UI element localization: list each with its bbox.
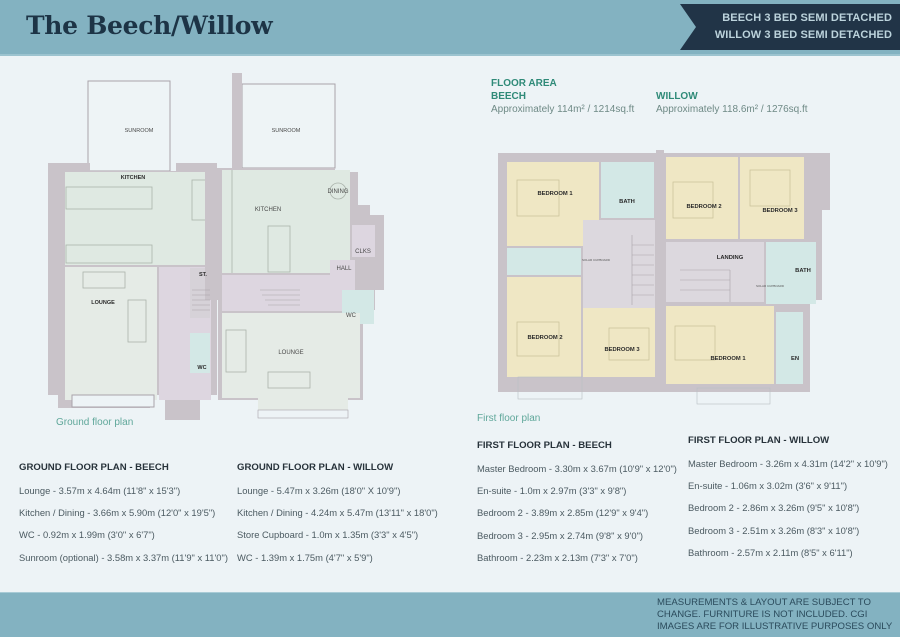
beech-wc-area	[190, 333, 210, 373]
spec-row: Bedroom 2 - 2.86m x 3.26m (9'5" x 10'8")	[688, 502, 860, 514]
spec-row: En-suite - 1.0m x 2.97m (3'3" x 9'8")	[477, 485, 627, 497]
spec-row: Kitchen / Dining - 4.24m x 5.47m (13'11"…	[237, 507, 438, 519]
spec-row: WC - 0.92m x 1.99m (3'0" x 6'7")	[19, 529, 155, 541]
willow-bedroom1-area	[666, 306, 774, 384]
spec-row: Lounge - 5.47m x 3.26m (18'0" X 10'9")	[237, 485, 401, 496]
house-type-ribbon: BEECH 3 BED SEMI DETACHED WILLOW 3 BED S…	[680, 4, 900, 50]
spec-row: Sunroom (optional) - 3.58m x 3.37m (11'9…	[19, 551, 228, 563]
floor-area-willow-value: Approximately 118.6m² / 1276sq.ft	[656, 104, 808, 115]
footer-band: MEASUREMENTS & LAYOUT ARE SUBJECT TO CHA…	[0, 592, 900, 637]
willow-landing-area	[666, 242, 764, 302]
willow-ensuite-area	[776, 312, 803, 384]
beech-bath-area	[601, 162, 654, 218]
disclaimer-text: MEASUREMENTS & LAYOUT ARE SUBJECT TO CHA…	[657, 597, 893, 632]
willow-hall-area	[222, 275, 342, 311]
beech-kitchen-area	[65, 172, 211, 265]
beech-lounge-area	[65, 267, 157, 400]
floor-area-beech-value: Approximately 114m² / 1214sq.ft	[491, 104, 635, 115]
beech-ensuite-area	[507, 248, 581, 275]
ribbon-line-willow: WILLOW 3 BED SEMI DETACHED	[714, 29, 892, 41]
label-willow-bedroom1: BEDROOM 1	[710, 356, 746, 362]
ribbon-line-beech: BEECH 3 BED SEMI DETACHED	[722, 12, 892, 24]
label-willow-ensuite: EN	[791, 356, 799, 362]
spec-row: Master Bedroom - 3.30m x 3.67m (10'9" x …	[477, 463, 677, 474]
spec-row: Bathroom - 2.23m x 2.13m (7'3" x 7'0")	[477, 551, 638, 563]
label-beech-bath: BATH	[619, 199, 635, 205]
label-willow-bedroom3: BEDROOM 3	[762, 208, 798, 214]
label-beech-store: ST.	[199, 272, 207, 278]
spec-row: Lounge - 3.57m x 4.64m (11'8" x 15'3")	[19, 485, 181, 496]
spec-row: Bedroom 3 - 2.95m x 2.74m (9'8" x 9'0")	[477, 529, 644, 541]
label-willow-clks: CLKS	[355, 249, 371, 255]
beech-bedroom3-area	[583, 308, 655, 377]
willow-lounge-area	[222, 313, 360, 398]
spec-heading: GROUND FLOOR PLAN - WILLOW	[237, 462, 394, 473]
first-floor-caption: First floor plan	[477, 413, 541, 424]
label-willow-wc: WC	[346, 313, 357, 319]
beech-bedroom2-area	[507, 277, 581, 377]
first-floor-plan: BEDROOM 1 BATH BEDROOM 2 BEDROOM 3 BEDRO…	[498, 150, 830, 405]
label-willow-dining: DINING	[328, 189, 349, 195]
spec-row: En-suite - 1.06m x 3.02m (3'6" x 9'11")	[688, 480, 848, 492]
willow-bedroom3-area	[740, 157, 804, 239]
label-beech-sunroom: SUNROOM	[125, 128, 154, 134]
floor-area-beech: FLOOR AREA BEECH Approximately 114m² / 1…	[491, 77, 634, 117]
ground-floor-plan: SUNROOM KITCHEN LOUNGE ST. WC SUNROOM KI…	[48, 73, 384, 420]
spec-row: WC - 1.39m x 1.75m (4'7" x 5'9")	[237, 551, 373, 563]
ground-floor-caption: Ground floor plan	[56, 417, 134, 428]
label-willow-landing: LANDING	[717, 255, 744, 261]
page-title: The Beech/Willow	[26, 11, 273, 40]
spec-ground-beech: GROUND FLOOR PLAN - BEECH Lounge - 3.57m…	[19, 462, 228, 574]
willow-bath-area	[766, 242, 816, 304]
spec-heading: FIRST FLOOR PLAN - WILLOW	[688, 435, 830, 446]
label-willow-solar-cupboard: SOLAR CUPBOARD	[756, 284, 785, 288]
label-beech-lounge: LOUNGE	[91, 300, 115, 306]
label-beech-solar-cupboard: SOLAR CUPBOARD	[582, 258, 611, 262]
willow-kitchen-area	[222, 170, 350, 273]
label-beech-kitchen: KITCHEN	[121, 175, 145, 181]
label-willow-kitchen: KITCHEN	[255, 207, 281, 213]
willow-bedroom2-area	[666, 157, 738, 239]
label-willow-sunroom: SUNROOM	[272, 128, 301, 134]
label-willow-bedroom2: BEDROOM 2	[686, 204, 721, 210]
floor-area-willow: WILLOW Approximately 118.6m² / 1276sq.ft	[656, 90, 808, 117]
floor-area-heading: FLOOR AREA	[491, 78, 557, 89]
label-beech-bedroom3: BEDROOM 3	[604, 347, 640, 353]
label-beech-bedroom1: BEDROOM 1	[537, 191, 573, 197]
floor-area-beech-name: BEECH	[491, 91, 527, 102]
spec-row: Bathroom - 2.57m x 2.11m (8'5" x 6'11")	[688, 546, 853, 558]
spec-row: Bedroom 2 - 3.89m x 2.85m (12'9" x 9'4")	[477, 507, 649, 519]
header-band: The Beech/Willow BEECH 3 BED SEMI DETACH…	[0, 0, 900, 56]
spec-ground-willow: GROUND FLOOR PLAN - WILLOW Lounge - 5.47…	[237, 462, 438, 574]
spec-first-beech: FIRST FLOOR PLAN - BEECH Master Bedroom …	[477, 440, 677, 574]
label-beech-wc: WC	[197, 365, 206, 371]
label-beech-bedroom2: BEDROOM 2	[527, 335, 562, 341]
spec-row: Store Cupboard - 1.0m x 1.35m (3'3" x 4'…	[237, 529, 419, 541]
label-willow-hall: HALL	[336, 266, 352, 272]
label-willow-lounge: LOUNGE	[278, 350, 303, 356]
spec-row: Master Bedroom - 3.26m x 4.31m (14'2" x …	[688, 458, 888, 469]
floor-area-willow-name: WILLOW	[656, 91, 698, 102]
spec-row: Bedroom 3 - 2.51m x 3.26m (8'3" x 10'8")	[688, 524, 860, 536]
spec-first-willow: FIRST FLOOR PLAN - WILLOW Master Bedroom…	[688, 435, 888, 569]
spec-row: Kitchen / Dining - 3.66m x 5.90m (12'0" …	[19, 507, 216, 519]
spec-heading: GROUND FLOOR PLAN - BEECH	[19, 462, 169, 473]
beech-landing-area	[583, 220, 655, 308]
spec-heading: FIRST FLOOR PLAN - BEECH	[477, 440, 612, 451]
label-willow-bath: BATH	[795, 268, 811, 274]
